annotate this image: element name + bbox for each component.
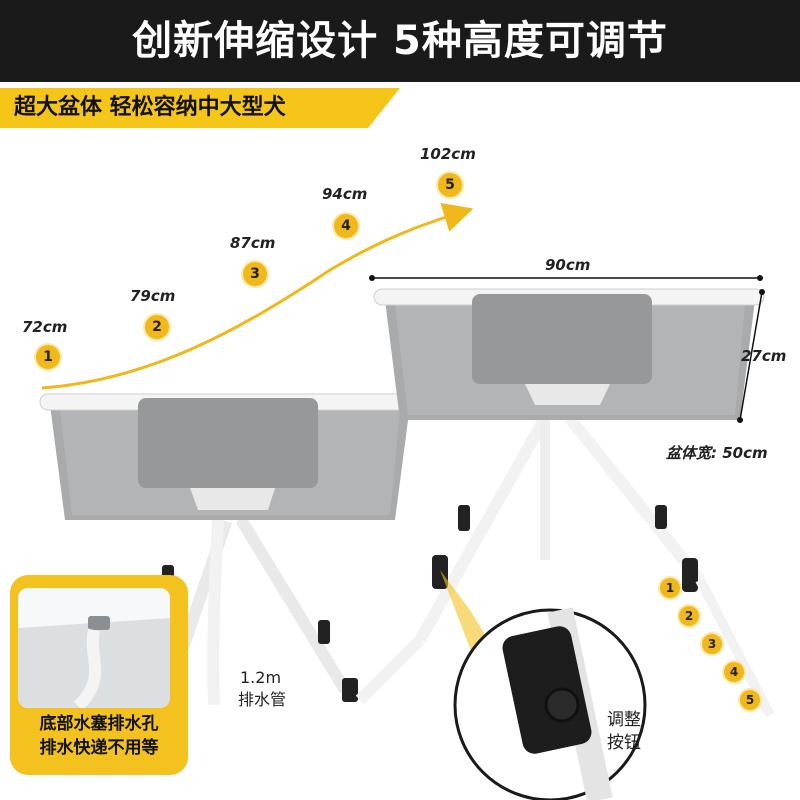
height-curve-arrow [41, 202, 474, 390]
headline-banner: 创新伸缩设计 5种高度可调节 [0, 0, 800, 82]
dimension-basin-width: 盆体宽: 50cm [666, 444, 768, 462]
height-badge-3: 3 [243, 262, 267, 286]
drain-plug-photo [18, 588, 170, 708]
headline-text: 创新伸缩设计 5种高度可调节 [132, 18, 668, 64]
drain-inset-caption: 底部水塞排水孔 排水快递不用等 [14, 712, 184, 760]
leg-step-5: 5 [740, 690, 760, 710]
height-badge-2: 2 [145, 315, 169, 339]
height-label-5: 102cm [420, 145, 476, 163]
height-badge-4: 4 [334, 214, 358, 238]
leg-step-4: 4 [724, 662, 744, 682]
drain-pipe-label: 排水管 [238, 690, 287, 709]
dimension-width: 90cm [545, 256, 591, 274]
drain-pipe-length: 1.2m [240, 668, 282, 687]
drain-inset-line-1: 底部水塞排水孔 [39, 714, 159, 734]
height-badge-5: 5 [438, 173, 462, 197]
zoom-content [502, 607, 613, 800]
adjust-button-label-1: 调整 [607, 710, 641, 730]
height-label-1: 72cm [22, 318, 68, 336]
high-tub [355, 288, 775, 718]
height-label-4: 94cm [322, 185, 368, 203]
sub-banner: 超大盆体 轻松容纳中大型犬 [0, 88, 400, 128]
drain-inset-line-2: 排水快递不用等 [39, 738, 159, 758]
dimension-lines [369, 275, 765, 423]
height-label-3: 87cm [230, 234, 276, 252]
leg-step-1: 1 [660, 578, 680, 598]
leg-step-2: 2 [679, 606, 699, 626]
dimension-depth: 27cm [741, 347, 787, 365]
leg-step-3: 3 [702, 634, 722, 654]
adjust-button-label-2: 按钮 [607, 733, 641, 753]
sub-banner-text: 超大盆体 轻松容纳中大型犬 [14, 95, 286, 120]
height-label-2: 79cm [130, 287, 176, 305]
height-badge-1: 1 [36, 345, 60, 369]
